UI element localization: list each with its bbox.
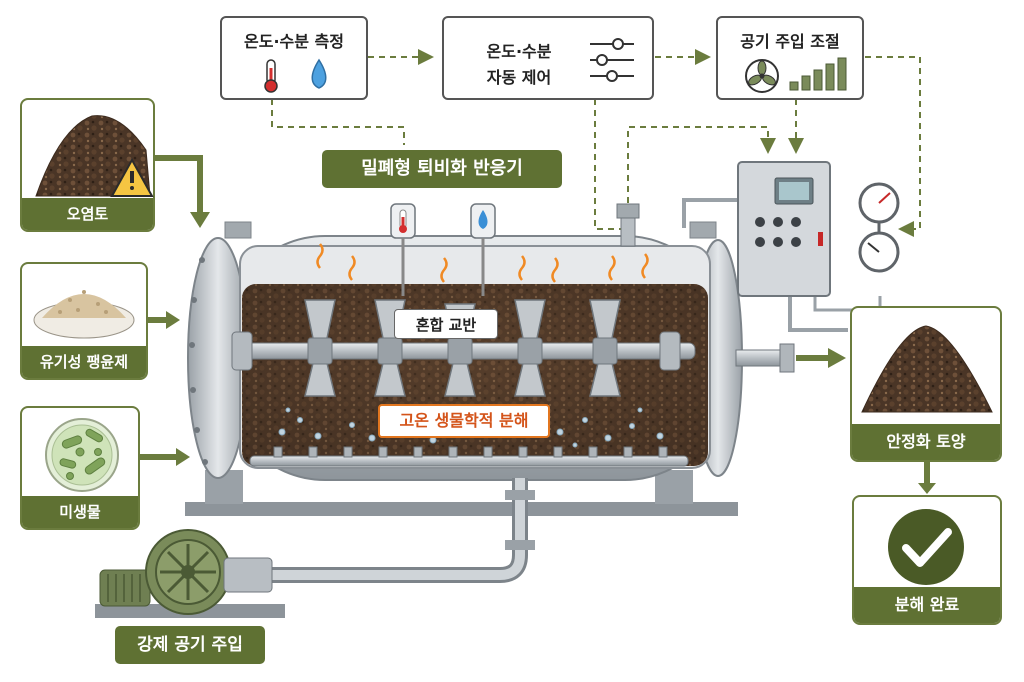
reactor-base <box>185 470 738 516</box>
temperature-sensor <box>390 203 416 296</box>
agitator <box>231 299 696 397</box>
microorganism-card: 미생물 <box>20 406 140 530</box>
air-supply-pipe <box>270 478 535 583</box>
air-adjust-label: 공기 주입 조절 <box>740 32 840 51</box>
thermometer-icon <box>264 59 278 93</box>
aeration-manifold <box>249 446 689 467</box>
water-drop-icon <box>311 58 327 89</box>
bulking-agent-label: 유기성 팽윤제 <box>22 346 146 378</box>
bulking-agent-card: 유기성 팽윤제 <box>20 262 148 380</box>
control-dashed-lines <box>271 49 921 237</box>
complete-label: 분해 완료 <box>854 587 1000 623</box>
air-injection-label: 강제 공기 주입 <box>115 626 265 664</box>
contaminated-soil-card: 오염토 <box>20 98 155 232</box>
auto-control-label-1: 온도·수분 <box>486 42 552 61</box>
input-arrowheads <box>166 212 936 494</box>
sliders-icon <box>590 38 634 82</box>
measure-label: 온도·수분 측정 <box>244 32 344 51</box>
measure-icons <box>264 58 327 93</box>
reactor-title: 밀폐형 퇴비화 반응기 <box>322 150 562 188</box>
decomposition-label: 고온 생물학적 분해 <box>378 404 550 438</box>
fan-icon <box>745 59 779 93</box>
air-adjust-box: 공기 주입 조절 <box>716 16 864 100</box>
air-adjust-icons <box>745 57 847 93</box>
complete-card: 분해 완료 <box>852 495 1002 625</box>
outlet-pipe <box>735 343 795 373</box>
signal-bars-icon <box>789 57 847 91</box>
top-valve <box>616 203 640 247</box>
input-arrows <box>140 155 930 485</box>
stabilized-soil-label: 안정화 토양 <box>852 424 1000 460</box>
measure-box: 온도·수분 측정 <box>220 16 368 100</box>
air-blower <box>95 529 285 618</box>
heat-wave-icons <box>316 243 649 283</box>
moisture-sensor <box>470 203 496 296</box>
mixing-label: 혼합 교반 <box>394 309 498 339</box>
stabilized-soil-card: 안정화 토양 <box>850 306 1002 462</box>
auto-control-box: 온도·수분 자동 제어 <box>442 16 654 100</box>
control-panel <box>682 161 900 332</box>
contaminated-soil-label: 오염토 <box>22 198 153 230</box>
auto-control-label-2: 자동 제어 <box>486 68 552 87</box>
microorganism-label: 미생물 <box>22 496 138 528</box>
